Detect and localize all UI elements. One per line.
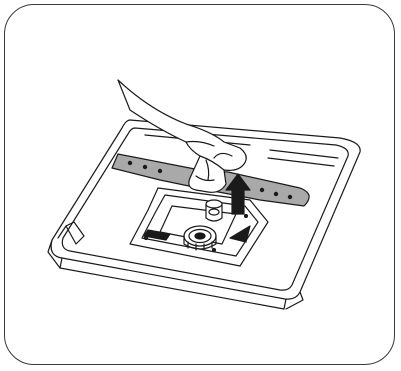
spray-arm-hub-icon: [206, 200, 222, 221]
